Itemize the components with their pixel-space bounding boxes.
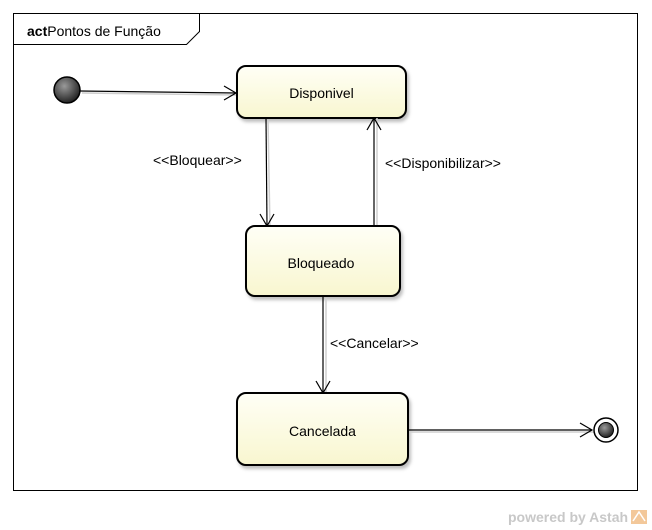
transition-cancelar-label: <<Cancelar>> [330, 335, 419, 351]
frame-name: Pontos de Função [47, 23, 161, 39]
state-disponivel-label: Disponivel [289, 85, 354, 101]
state-bloqueado[interactable]: Bloqueado [245, 225, 401, 297]
state-cancelada[interactable]: Cancelada [236, 392, 409, 466]
footer-text: powered by Astah [508, 509, 628, 525]
transition-disponibilizar[interactable]: <<Disponibilizar>> [366, 116, 501, 226]
astah-footer: powered by Astah [508, 509, 647, 525]
final-node[interactable] [593, 417, 619, 443]
state-disponivel[interactable]: Disponivel [236, 65, 407, 119]
frame-keyword: act [27, 23, 48, 39]
state-bloqueado-label: Bloqueado [288, 255, 355, 271]
transition-cancelada-to-final[interactable] [408, 422, 594, 438]
frame-title: actPontos de Função [27, 23, 161, 39]
transition-bloquear[interactable]: <<Bloquear>> [153, 117, 275, 231]
astah-logo-icon [631, 510, 647, 524]
state-cancelada-label: Cancelada [289, 423, 356, 439]
transition-cancelar[interactable]: <<Cancelar>> [315, 296, 419, 396]
transition-disponibilizar-label: <<Disponibilizar>> [385, 155, 501, 171]
transition-bloquear-label: <<Bloquear>> [153, 152, 242, 168]
initial-node[interactable] [53, 76, 81, 104]
